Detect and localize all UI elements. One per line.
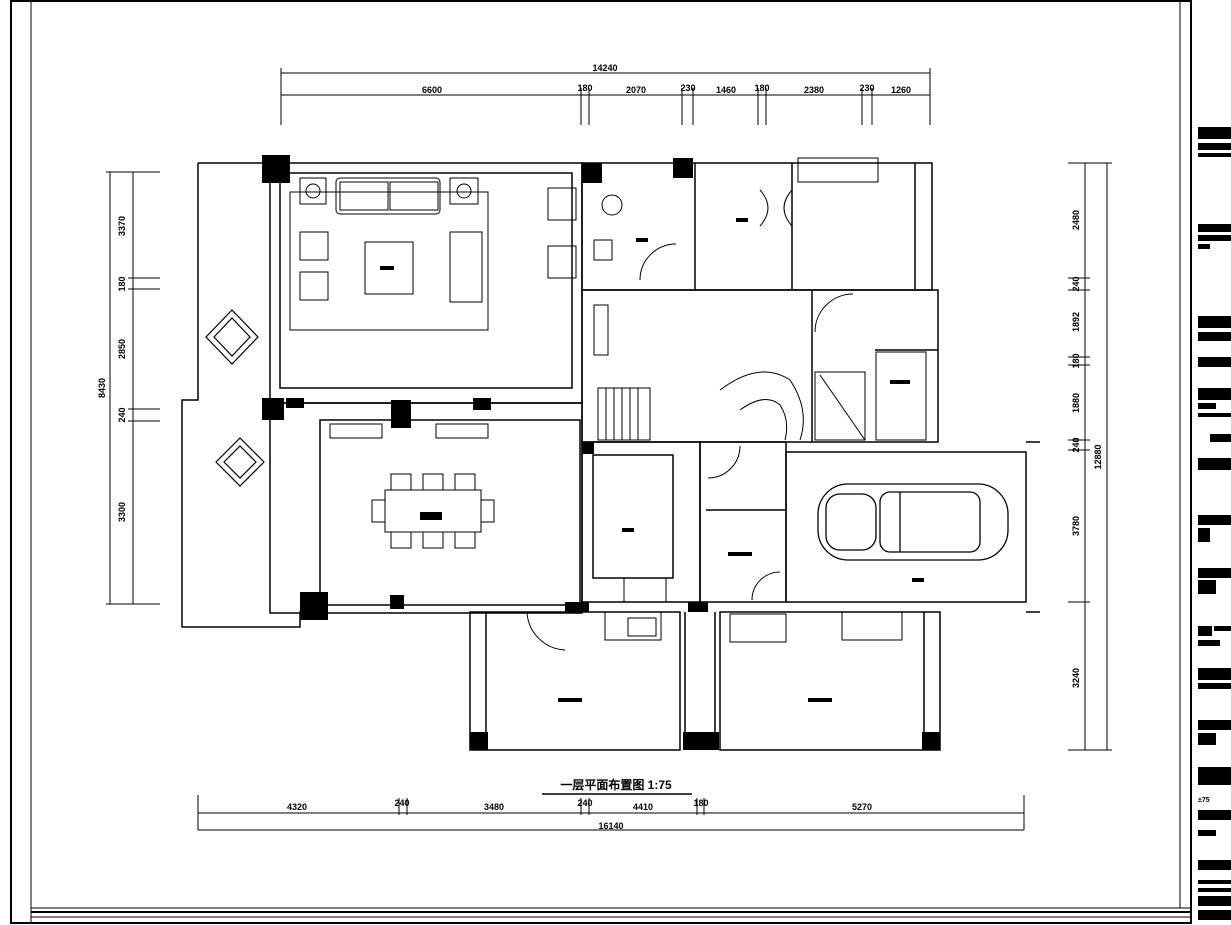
dim-bottom-overall: 16140: [598, 821, 623, 831]
dim-top-overall: 14240: [592, 63, 617, 73]
dim-top-segment: 180: [754, 83, 769, 93]
dim-top-segment: 230: [680, 83, 695, 93]
dim-bottom-segment: 4320: [287, 802, 307, 812]
dining-table-tag: [420, 512, 442, 520]
dim-right-segment: 3780: [1071, 516, 1081, 536]
dim-right-segment: 180: [1071, 353, 1081, 368]
walls: [181, 162, 1040, 751]
dim-right-segment: 240: [1071, 276, 1081, 291]
dim-left-segment: 3370: [117, 216, 127, 236]
dim-bottom-segment: 240: [394, 798, 409, 808]
dining-room-furniture: [329, 423, 495, 549]
left-dimension-lines: [106, 171, 160, 605]
dim-bottom-segment: 180: [693, 798, 708, 808]
living-room-furniture: [289, 177, 577, 331]
bottom-dimension-lines: [197, 795, 1025, 831]
dim-left-overall: 8430: [97, 378, 107, 398]
columns: [262, 155, 940, 750]
fixtures: [593, 157, 927, 643]
planter-ornaments: [205, 309, 265, 487]
title-block: [1198, 127, 1231, 920]
dim-left-segment: 3300: [117, 502, 127, 522]
dim-right-overall: 12880: [1093, 444, 1103, 469]
dim-top-segment: 2070: [626, 85, 646, 95]
dim-right-segment: 1892: [1071, 312, 1081, 332]
top-dimension-lines: [280, 68, 931, 125]
dim-top-segment: 1260: [891, 85, 911, 95]
dim-top-segment: 1460: [716, 85, 736, 95]
dim-left-segment: 240: [117, 407, 127, 422]
dim-left-segment: 180: [117, 276, 127, 291]
dim-bottom-segment: 4410: [633, 802, 653, 812]
dim-right-segment: 1880: [1071, 393, 1081, 413]
right-dimension-lines: [1068, 162, 1112, 751]
title-block-label: ±75: [1198, 797, 1210, 804]
dim-bottom-segment: 3480: [484, 802, 504, 812]
dim-bottom-segment: 5270: [852, 802, 872, 812]
dim-right-segment: 2480: [1071, 210, 1081, 230]
dim-top-segment: 230: [859, 83, 874, 93]
room-tags: [558, 218, 924, 702]
dim-right-segment: 240: [1071, 437, 1081, 452]
staircase: [597, 371, 866, 441]
dim-top-segment: 180: [577, 83, 592, 93]
dim-top-segment: 2380: [804, 85, 824, 95]
sheet-frame: [10, 0, 1192, 924]
dim-right-segment: 3240: [1071, 668, 1081, 688]
car-icon: [817, 483, 1009, 561]
drawing-title: 一层平面布置图 1:75: [560, 777, 672, 792]
living-room-tag: [380, 266, 394, 270]
dim-top-segment: 6600: [422, 85, 442, 95]
doors: [526, 189, 854, 651]
dim-left-segment: 2850: [117, 339, 127, 359]
dim-bottom-segment: 240: [577, 798, 592, 808]
